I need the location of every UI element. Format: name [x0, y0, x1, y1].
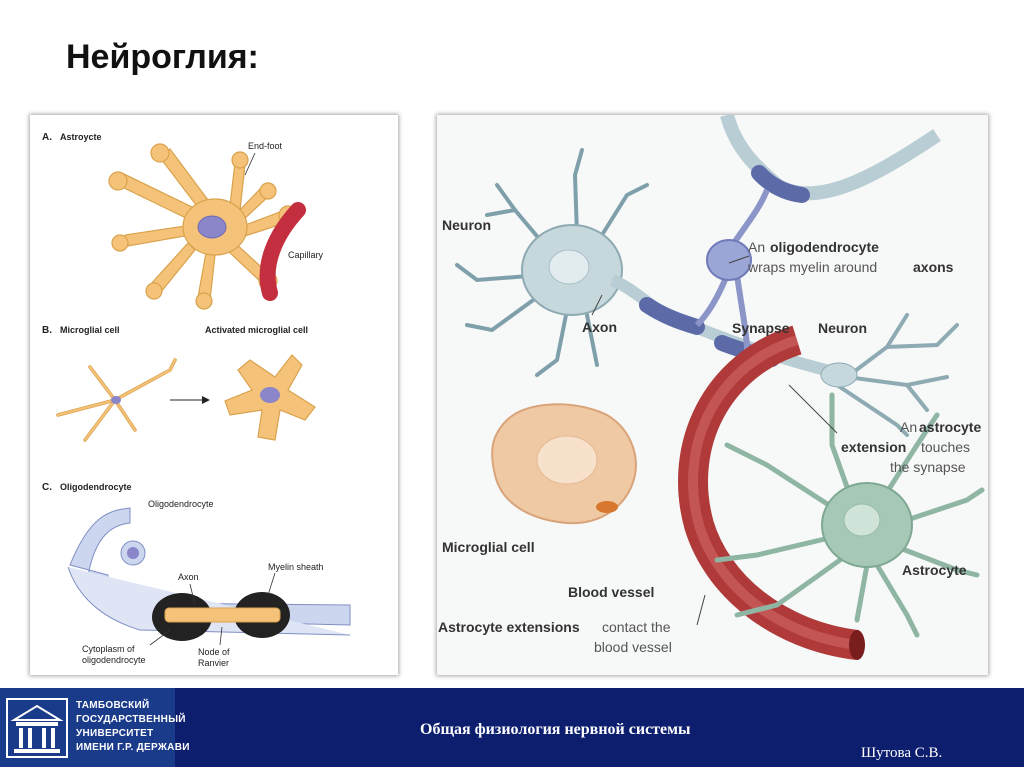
glia-types-illustration: A. Astroycte End-foot Capillar [30, 115, 398, 675]
myelin-sheath-label: Myelin sheath [268, 562, 324, 572]
astro-ext-word1-label: astrocyte [919, 419, 981, 435]
astrocyte-extensions-label: Astrocyte extensions [438, 619, 580, 635]
activated-microglia-label: Activated microglial cell [205, 325, 308, 335]
section-a-heading: A. [42, 132, 52, 143]
microglial-cell-label: Microglial cell [442, 539, 535, 555]
node-of-ranvier-label-line1: Node of [198, 647, 230, 657]
university-name-line-2: ГОСУДАРСТВЕННЫЙ [76, 714, 186, 725]
blood-vessel-caption-label: blood vessel [594, 639, 672, 655]
blood-vessel-label: Blood vessel [568, 584, 654, 600]
oligo-prefix-label: An [748, 239, 765, 255]
section-a-name: Astroycte [60, 132, 102, 142]
astrocyte-label: Astrocyte [902, 562, 967, 578]
activated-microglia-nucleus [260, 387, 280, 403]
glia-overview-figure: Neuron Axon An oligodendrocyte wraps mye… [437, 115, 988, 675]
astro-ext-touches-label: touches [921, 439, 970, 455]
university-emblem-icon [6, 698, 68, 758]
university-name-line-1: ТАМБОВСКИЙ [76, 700, 150, 711]
section-b-heading: B. [42, 325, 52, 336]
astro-ext-word2-label: extension [841, 439, 906, 455]
axon-label: Axon [178, 572, 199, 582]
oligodendrocyte-label: Oligodendrocyte [148, 499, 214, 509]
oligodendrocyte-nucleus [127, 547, 139, 559]
neuron-right-label: Neuron [818, 320, 867, 336]
capillary-label: Capillary [288, 250, 324, 260]
astro-ext-prefix-label: An [900, 419, 917, 435]
resting-microglia-nucleus [111, 396, 121, 404]
axon-label: Axon [582, 319, 617, 335]
astro-ext-synapse-label: the synapse [890, 459, 966, 475]
astrocyte-nucleus [198, 216, 226, 238]
microglial-cell-inner [537, 436, 597, 484]
neuron-left-label: Neuron [442, 217, 491, 233]
oligo-description-label: wraps myelin around [747, 259, 877, 275]
axon-drawing [165, 608, 280, 622]
footer-bar: ТАМБОВСКИЙ ГОСУДАРСТВЕННЫЙ УНИВЕРСИТЕТ И… [0, 688, 1024, 767]
cytoplasm-label-line1: Cytoplasm of [82, 644, 135, 654]
blood-vessel-opening [849, 630, 865, 660]
myelin-segment-1 [647, 305, 697, 327]
university-name-line-3: УНИВЕРСИТЕТ [76, 728, 154, 739]
cytoplasm-label-line2: oligodendrocyte [82, 655, 146, 665]
neuron-left-nucleus [549, 250, 589, 284]
glia-overview-illustration: Neuron Axon An oligodendrocyte wraps mye… [437, 115, 988, 675]
university-logo: ТАМБОВСКИЙ ГОСУДАРСТВЕННЫЙ УНИВЕРСИТЕТ И… [0, 688, 175, 767]
oligodendrocyte-body [707, 240, 751, 280]
synapse-label: Synapse [732, 320, 790, 336]
arrow-icon [202, 396, 210, 404]
contact-the-label: contact the [602, 619, 671, 635]
oligo-axons-label: axons [913, 259, 954, 275]
microglial-cell-granule [596, 501, 618, 513]
node-of-ranvier-label-line2: Ranvier [198, 658, 229, 668]
astrocyte-nucleus [844, 504, 880, 536]
endfoot-label: End-foot [248, 141, 283, 151]
author-name: Шутова С.В. [861, 745, 942, 762]
axon-left-drawing [612, 280, 837, 373]
section-c-heading: C. [42, 482, 52, 493]
glia-types-figure: A. Astroycte End-foot Capillar [30, 115, 398, 675]
university-name-line-4: ИМЕНИ Г.Р. ДЕРЖАВИ [76, 742, 190, 753]
section-b-name: Microglial cell [60, 325, 120, 335]
section-c-name: Oligodendrocyte [60, 482, 132, 492]
oligodendrocyte-label: oligodendrocyte [770, 239, 879, 255]
slide-title: Нейроглия: [66, 38, 259, 77]
course-title: Общая физиология нервной системы [420, 721, 691, 739]
synapse-terminal [821, 363, 857, 387]
